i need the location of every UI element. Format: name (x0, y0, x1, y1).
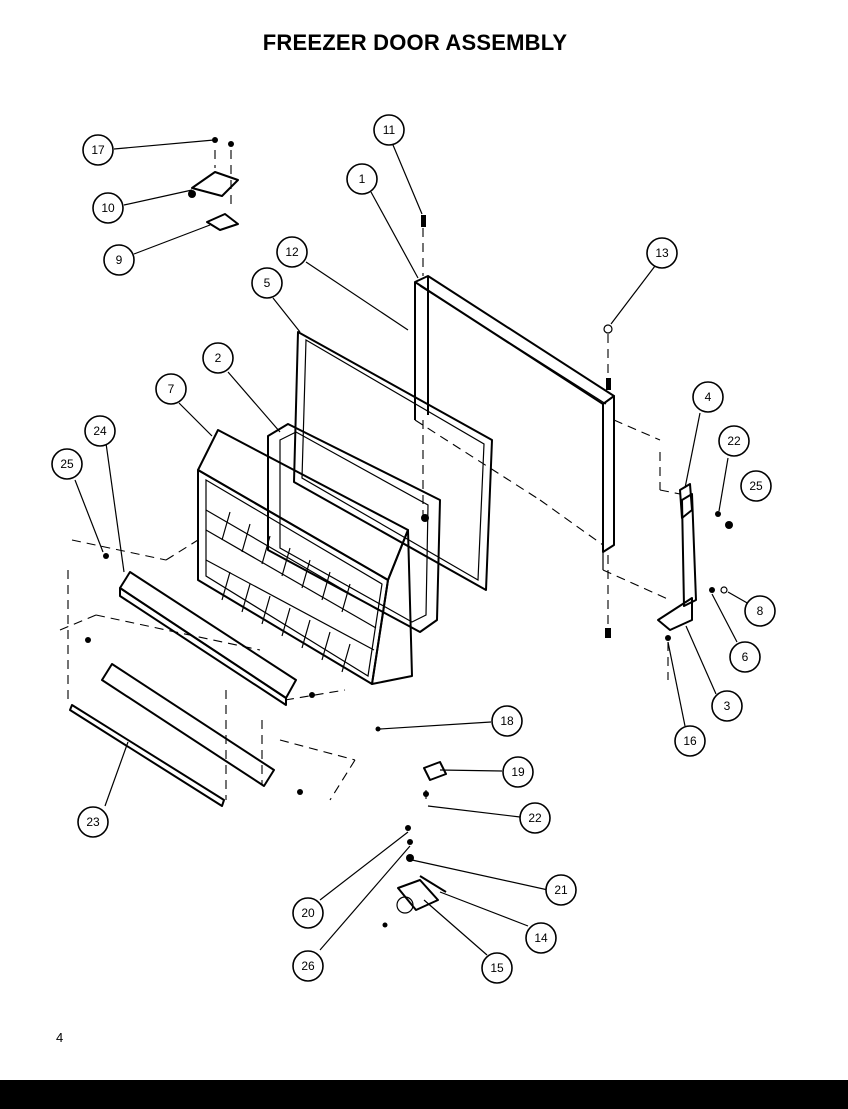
callout-1: 1 (346, 163, 378, 195)
callout-6: 6 (729, 641, 761, 673)
outer-door-panel (414, 275, 671, 601)
svg-text:22: 22 (727, 434, 741, 448)
callout-9: 9 (103, 244, 135, 276)
dike-shelf-assembly (197, 429, 413, 685)
callout-20: 20 (292, 897, 324, 929)
svg-text:6: 6 (742, 650, 749, 664)
svg-text:25: 25 (749, 479, 763, 493)
svg-text:1: 1 (359, 172, 366, 186)
callout-4: 4 (692, 381, 724, 413)
callout-13: 13 (646, 237, 678, 269)
callout-19: 19 (502, 756, 534, 788)
callouts: 17 10 9 11 1 12 13 5 2 7 4 22 25 24 25 8… (51, 114, 776, 984)
door-screws (421, 215, 613, 638)
callout-21: 21 (545, 874, 577, 906)
leader-lines (74, 139, 750, 956)
callout-24: 24 (84, 415, 116, 447)
callout-7: 7 (155, 373, 187, 405)
door-shelf-bins (59, 539, 356, 807)
callout-26: 26 (292, 950, 324, 982)
callout-18: 18 (491, 705, 523, 737)
callout-16: 16 (674, 725, 706, 757)
svg-text:24: 24 (93, 424, 107, 438)
callout-10: 10 (92, 192, 124, 224)
svg-text:9: 9 (116, 253, 123, 267)
callout-5: 5 (251, 267, 283, 299)
svg-text:23: 23 (86, 815, 100, 829)
svg-text:22: 22 (528, 811, 542, 825)
callout-11: 11 (373, 114, 405, 146)
svg-text:12: 12 (285, 245, 299, 259)
callout-22-lower: 22 (519, 802, 551, 834)
callout-25-left: 25 (51, 448, 83, 480)
svg-text:20: 20 (301, 906, 315, 920)
callout-23: 23 (77, 806, 109, 838)
shelf-slats (221, 511, 351, 673)
handle-hardware (375, 726, 447, 928)
callout-2: 2 (202, 342, 234, 374)
svg-text:21: 21 (554, 883, 568, 897)
svg-text:2: 2 (215, 351, 222, 365)
exploded-view-diagram: 17 10 9 11 1 12 13 5 2 7 4 22 25 24 25 8… (51, 114, 776, 984)
callout-15: 15 (481, 952, 513, 984)
svg-text:5: 5 (264, 276, 271, 290)
svg-text:17: 17 (91, 143, 105, 157)
callout-22-upper: 22 (718, 425, 750, 457)
svg-text:11: 11 (383, 123, 396, 137)
callout-25-right: 25 (740, 470, 772, 502)
page-number: 4 (56, 1030, 64, 1045)
svg-text:3: 3 (724, 699, 731, 713)
svg-text:7: 7 (168, 382, 175, 396)
svg-text:8: 8 (757, 604, 764, 618)
svg-text:26: 26 (301, 959, 315, 973)
callout-17: 17 (82, 134, 114, 166)
callout-12: 12 (276, 236, 308, 268)
svg-text:13: 13 (655, 246, 669, 260)
svg-text:15: 15 (490, 961, 504, 975)
callout-14: 14 (525, 922, 557, 954)
svg-text:18: 18 (500, 714, 514, 728)
svg-text:25: 25 (60, 457, 74, 471)
callout-3: 3 (711, 690, 743, 722)
scan-edge-bar (0, 1080, 848, 1109)
diagram-title: FREEZER DOOR ASSEMBLY (262, 30, 568, 55)
bottom-hinge-bracket (657, 452, 733, 680)
svg-text:10: 10 (101, 201, 115, 215)
svg-text:14: 14 (534, 931, 548, 945)
door-gasket-frame (293, 331, 493, 591)
top-hinge-parts (188, 137, 239, 231)
svg-text:4: 4 (705, 390, 712, 404)
svg-text:19: 19 (511, 765, 525, 779)
svg-text:16: 16 (683, 734, 697, 748)
callout-8: 8 (744, 595, 776, 627)
